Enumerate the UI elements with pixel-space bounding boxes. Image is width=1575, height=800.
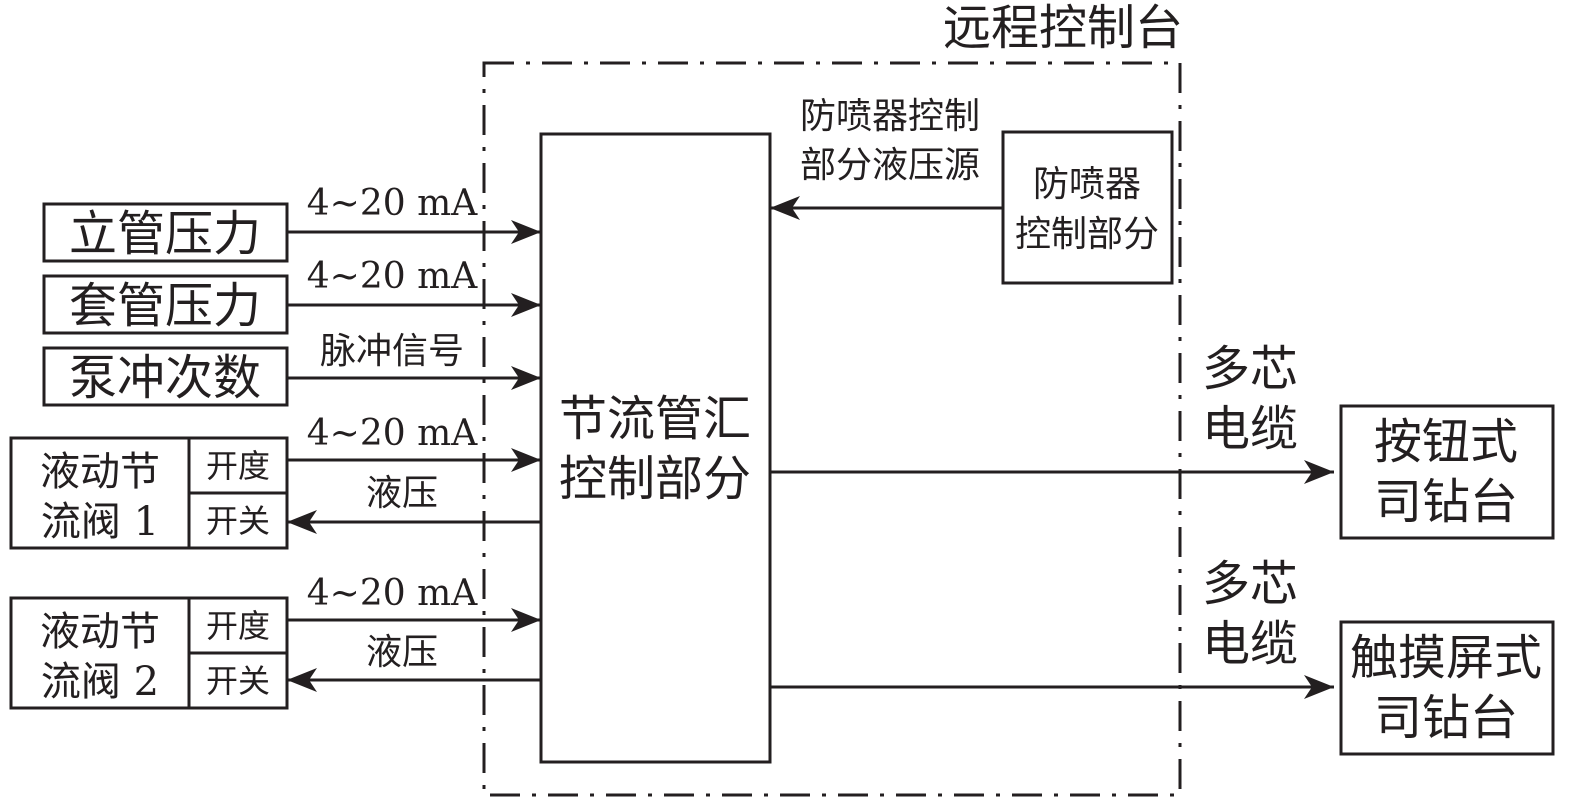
valve-2-signal-out: 液压 bbox=[366, 632, 438, 673]
valve-2-opening: 开度 bbox=[206, 607, 270, 645]
valve-2-opening-cell bbox=[187, 596, 289, 655]
standpipe-label: 立管压力 bbox=[69, 206, 261, 262]
valve-1-opening: 开度 bbox=[206, 447, 270, 485]
output-2-line1: 触摸屏式 bbox=[1350, 630, 1542, 686]
output-1-line1: 按钮式 bbox=[1374, 414, 1518, 470]
valve-1-switch: 开关 bbox=[206, 502, 270, 540]
valve-1-opening-cell bbox=[187, 436, 289, 495]
input-pump: 泵冲次数 脉冲信号 bbox=[42, 331, 541, 407]
valve-2-label-line2: 流阀 2 bbox=[41, 659, 159, 705]
output-1-box bbox=[1339, 404, 1555, 540]
pump-signal: 脉冲信号 bbox=[320, 331, 464, 372]
valve-1-signal-in: 4~20 mA bbox=[307, 413, 478, 454]
casing-signal: 4~20 mA bbox=[307, 256, 478, 297]
valve-2-switch: 开关 bbox=[206, 662, 270, 700]
output-2-line2: 司钻台 bbox=[1374, 690, 1518, 746]
standpipe-box bbox=[42, 202, 289, 263]
valve-2-label-line1: 液动节 bbox=[40, 609, 160, 655]
output-1-line2: 司钻台 bbox=[1374, 474, 1518, 530]
remote-console-boundary bbox=[482, 61, 1182, 797]
output-1-cable-line2: 电缆 bbox=[1202, 401, 1298, 457]
input-casing: 套管压力 4~20 mA bbox=[42, 256, 541, 335]
valve-2-switch-cell bbox=[187, 651, 289, 710]
output-2-cable-line2: 电缆 bbox=[1202, 616, 1298, 672]
output-touch-console: 多芯 电缆 触摸屏式 司钻台 bbox=[770, 556, 1555, 756]
casing-label: 套管压力 bbox=[69, 278, 261, 334]
valve-1-label-line2: 流阀 1 bbox=[41, 499, 159, 545]
output-2-cable-line1: 多芯 bbox=[1202, 556, 1298, 612]
bop-link-line1: 防喷器控制 bbox=[800, 96, 980, 137]
center-label-line2: 控制部分 bbox=[559, 451, 751, 507]
output-2-box bbox=[1339, 620, 1555, 756]
standpipe-signal: 4~20 mA bbox=[307, 183, 478, 224]
valve-1: 液动节 流阀 1 开度 开关 4~20 mA 液压 bbox=[9, 413, 541, 550]
valve-2-signal-in: 4~20 mA bbox=[307, 573, 478, 614]
valve-2: 液动节 流阀 2 开度 开关 4~20 mA 液压 bbox=[9, 573, 541, 710]
choke-manifold-control-block bbox=[539, 132, 772, 764]
pump-box bbox=[42, 346, 289, 407]
casing-box bbox=[42, 274, 289, 335]
center-label-line1: 节流管汇 bbox=[559, 391, 751, 447]
bop-control: 防喷器 控制部分 防喷器控制 部分液压源 bbox=[770, 96, 1174, 285]
pump-label: 泵冲次数 bbox=[69, 350, 261, 406]
bop-label-line1: 防喷器 bbox=[1033, 164, 1141, 205]
bop-link-line2: 部分液压源 bbox=[800, 145, 980, 186]
output-1-cable-line1: 多芯 bbox=[1202, 341, 1298, 397]
valve-1-signal-out: 液压 bbox=[366, 473, 438, 514]
valve-1-label-line1: 液动节 bbox=[40, 449, 160, 495]
bop-label-line2: 控制部分 bbox=[1015, 214, 1159, 255]
remote-console-title: 远程控制台 bbox=[943, 0, 1183, 56]
valve-2-box bbox=[9, 596, 191, 710]
bop-control-box bbox=[1001, 130, 1174, 285]
input-standpipe: 立管压力 4~20 mA bbox=[42, 183, 541, 263]
output-button-console: 多芯 电缆 按钮式 司钻台 bbox=[770, 341, 1555, 540]
